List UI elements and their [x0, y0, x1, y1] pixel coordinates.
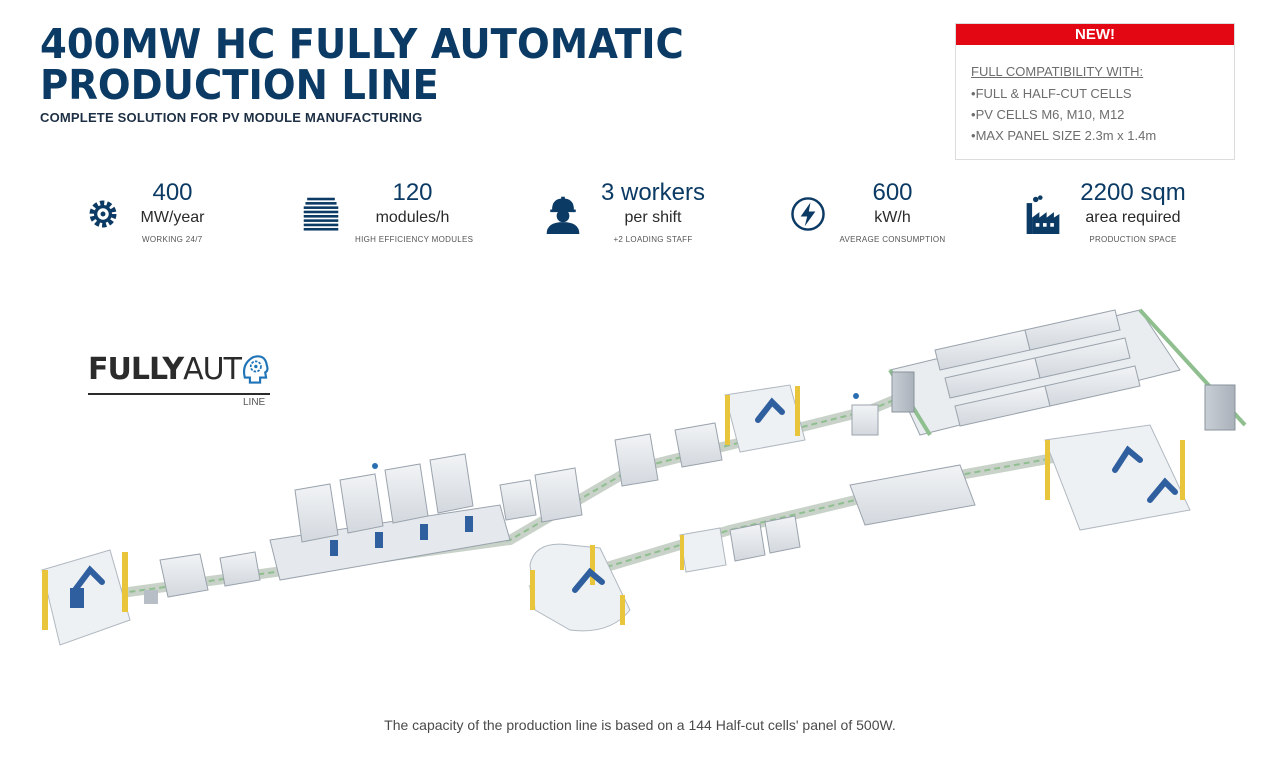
stat-modules: 120 modules/h HIGH EFFICIENCY MODULES	[300, 178, 480, 252]
capacity-note: The capacity of the production line is b…	[384, 717, 896, 733]
compatibility-item: FULL & HALF-CUT CELLS	[971, 83, 1234, 104]
robot-cell-sorting	[1044, 424, 1191, 531]
machine-row-lower	[144, 551, 261, 604]
page-title-line-1: 400MW HC FULLY AUTOMATIC	[40, 20, 684, 68]
stat-value: 120	[392, 179, 433, 206]
fully-auto-line-logo: FULLYAUT LINE	[88, 350, 278, 412]
machine-row-second-line	[679, 464, 976, 573]
logo-word-light: AUT	[183, 352, 242, 387]
stat-note: HIGH EFFICIENCY MODULES	[355, 235, 474, 244]
page-title: 400MW HC FULLY AUTOMATIC PRODUCTION LINE	[40, 24, 717, 106]
stat-unit: kW/h	[874, 209, 911, 226]
stat-unit: modules/h	[375, 209, 450, 226]
page-subtitle: COMPLETE SOLUTION FOR PV MODULE MANUFACT…	[40, 110, 423, 125]
stat-note: WORKING 24/7	[142, 235, 203, 244]
lightning-icon	[791, 197, 825, 231]
brain-head-icon	[242, 355, 269, 384]
production-line-illustration	[41, 308, 1247, 646]
compatibility-heading: FULL COMPATIBILITY WITH:	[971, 64, 1144, 79]
stat-note: PRODUCTION SPACE	[1089, 235, 1177, 244]
stacked-modules-icon	[303, 197, 339, 231]
robot-cell-framing	[724, 384, 879, 453]
stat-value: 2200 sqm	[1080, 179, 1186, 206]
compatibility-item: PV CELLS M6, M10, M12	[971, 104, 1234, 125]
compatibility-box: NEW! FULL COMPATIBILITY WITH: FULL & HAL…	[955, 23, 1235, 160]
stat-consumption: 600 kW/h AVERAGE CONSUMPTION	[790, 178, 970, 252]
stat-capacity: 400 MW/year WORKING 24/7	[85, 178, 265, 252]
curing-racks	[888, 308, 1247, 437]
logo-word-bold: FULLY	[88, 352, 184, 387]
machine-row-middle	[499, 422, 723, 523]
robot-cell-stringer	[41, 549, 131, 646]
stat-note: +2 LOADING STAFF	[613, 235, 693, 244]
new-badge: NEW!	[956, 24, 1234, 45]
logo-subtitle: LINE	[243, 397, 266, 408]
compatibility-item: MAX PANEL SIZE 2.3m x 1.4m	[971, 125, 1234, 146]
robot-cell-packing	[529, 543, 631, 632]
laminator-bank	[269, 453, 511, 581]
stat-value: 600	[872, 179, 913, 206]
page-title-line-2: PRODUCTION LINE	[40, 61, 439, 109]
worker-icon	[546, 196, 580, 234]
stat-unit: per shift	[624, 209, 682, 226]
stat-value: 400	[152, 179, 193, 206]
stat-area: 2200 sqm area required PRODUCTION SPACE	[1023, 178, 1203, 252]
logo-underline	[88, 393, 270, 395]
factory-icon	[1026, 195, 1060, 234]
stat-workers: 3 workers per shift +2 LOADING STAFF	[543, 178, 723, 252]
stat-unit: area required	[1085, 209, 1181, 226]
stat-value: 3 workers	[600, 179, 706, 206]
compatibility-list: FULL & HALF-CUT CELLS PV CELLS M6, M10, …	[971, 83, 1234, 146]
stat-unit: MW/year	[140, 209, 205, 226]
gear-icon	[89, 200, 117, 228]
stat-note: AVERAGE CONSUMPTION	[839, 235, 946, 244]
